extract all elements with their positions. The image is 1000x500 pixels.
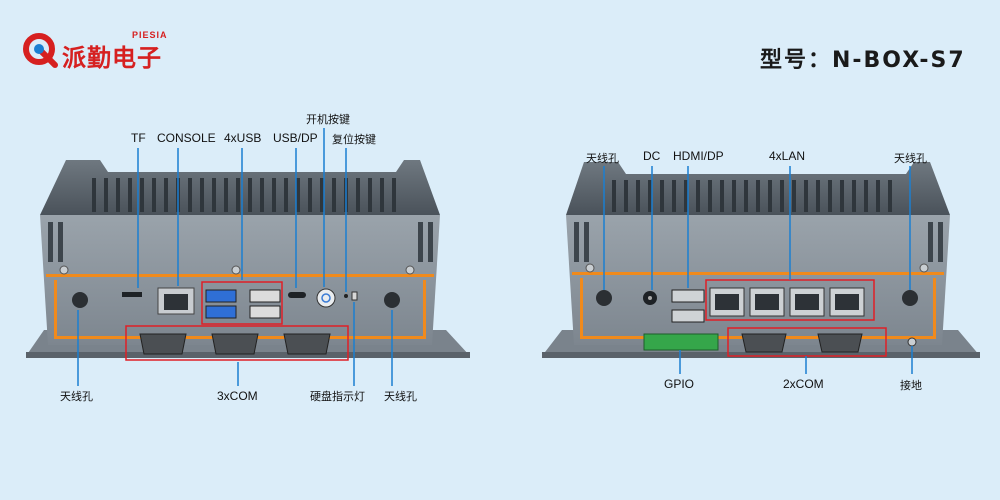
brand-logo-icon [23, 33, 58, 68]
front-usb-highlight [201, 281, 283, 325]
brand-name-en: PIESIA [132, 30, 168, 40]
hdd-led [351, 291, 358, 301]
front-com-ports [139, 333, 331, 355]
front-device [26, 128, 470, 386]
label-front-antenna-left: 天线孔 [60, 390, 93, 403]
brand-name-cn: 派勤电子 [62, 44, 162, 72]
label-console: CONSOLE [157, 131, 216, 145]
ground-screw [907, 337, 917, 347]
label-hdmi-dp: HDMI/DP [673, 149, 724, 163]
label-front-antenna-right: 天线孔 [384, 390, 417, 403]
usb-c-port [288, 292, 306, 298]
front-com-highlight [125, 325, 349, 361]
label-tf: TF [131, 131, 146, 145]
dp-port [671, 309, 705, 323]
label-usb-dp: USB/DP [273, 131, 318, 145]
reset-button [344, 294, 348, 298]
back-antenna-hole-right [902, 290, 918, 306]
label-3xcom: 3xCOM [217, 389, 258, 403]
front-antenna-hole-right [384, 292, 400, 308]
model-number: 型号：N-BOX-S7 [760, 48, 966, 73]
front-orange-line [46, 274, 434, 277]
label-dc: DC [643, 149, 661, 163]
lan-ports [709, 287, 865, 317]
front-antenna-hole-left [72, 292, 88, 308]
label-back-antenna-right: 天线孔 [894, 152, 927, 165]
label-back-antenna-left: 天线孔 [586, 152, 619, 165]
brand-logo: PIESIA 派勤电子 [22, 30, 182, 74]
gpio-header [643, 333, 719, 351]
label-ground: 接地 [900, 379, 922, 392]
label-hdd-led: 硬盘指示灯 [310, 390, 365, 403]
back-device [542, 162, 980, 374]
front-pointers [77, 128, 393, 386]
label-gpio: GPIO [664, 377, 695, 391]
hdmi-port [671, 289, 705, 303]
back-antenna-hole-left [596, 290, 612, 306]
label-4xlan: 4xLAN [769, 149, 806, 163]
label-power-button: 开机按键 [306, 113, 350, 126]
front-chassis [40, 215, 440, 345]
tf-slot [122, 292, 142, 297]
label-reset-button: 复位按键 [332, 133, 376, 146]
power-button [316, 288, 336, 308]
label-4xusb: 4xUSB [224, 131, 262, 145]
label-2xcom: 2xCOM [783, 377, 824, 391]
back-com-highlight [727, 327, 887, 357]
